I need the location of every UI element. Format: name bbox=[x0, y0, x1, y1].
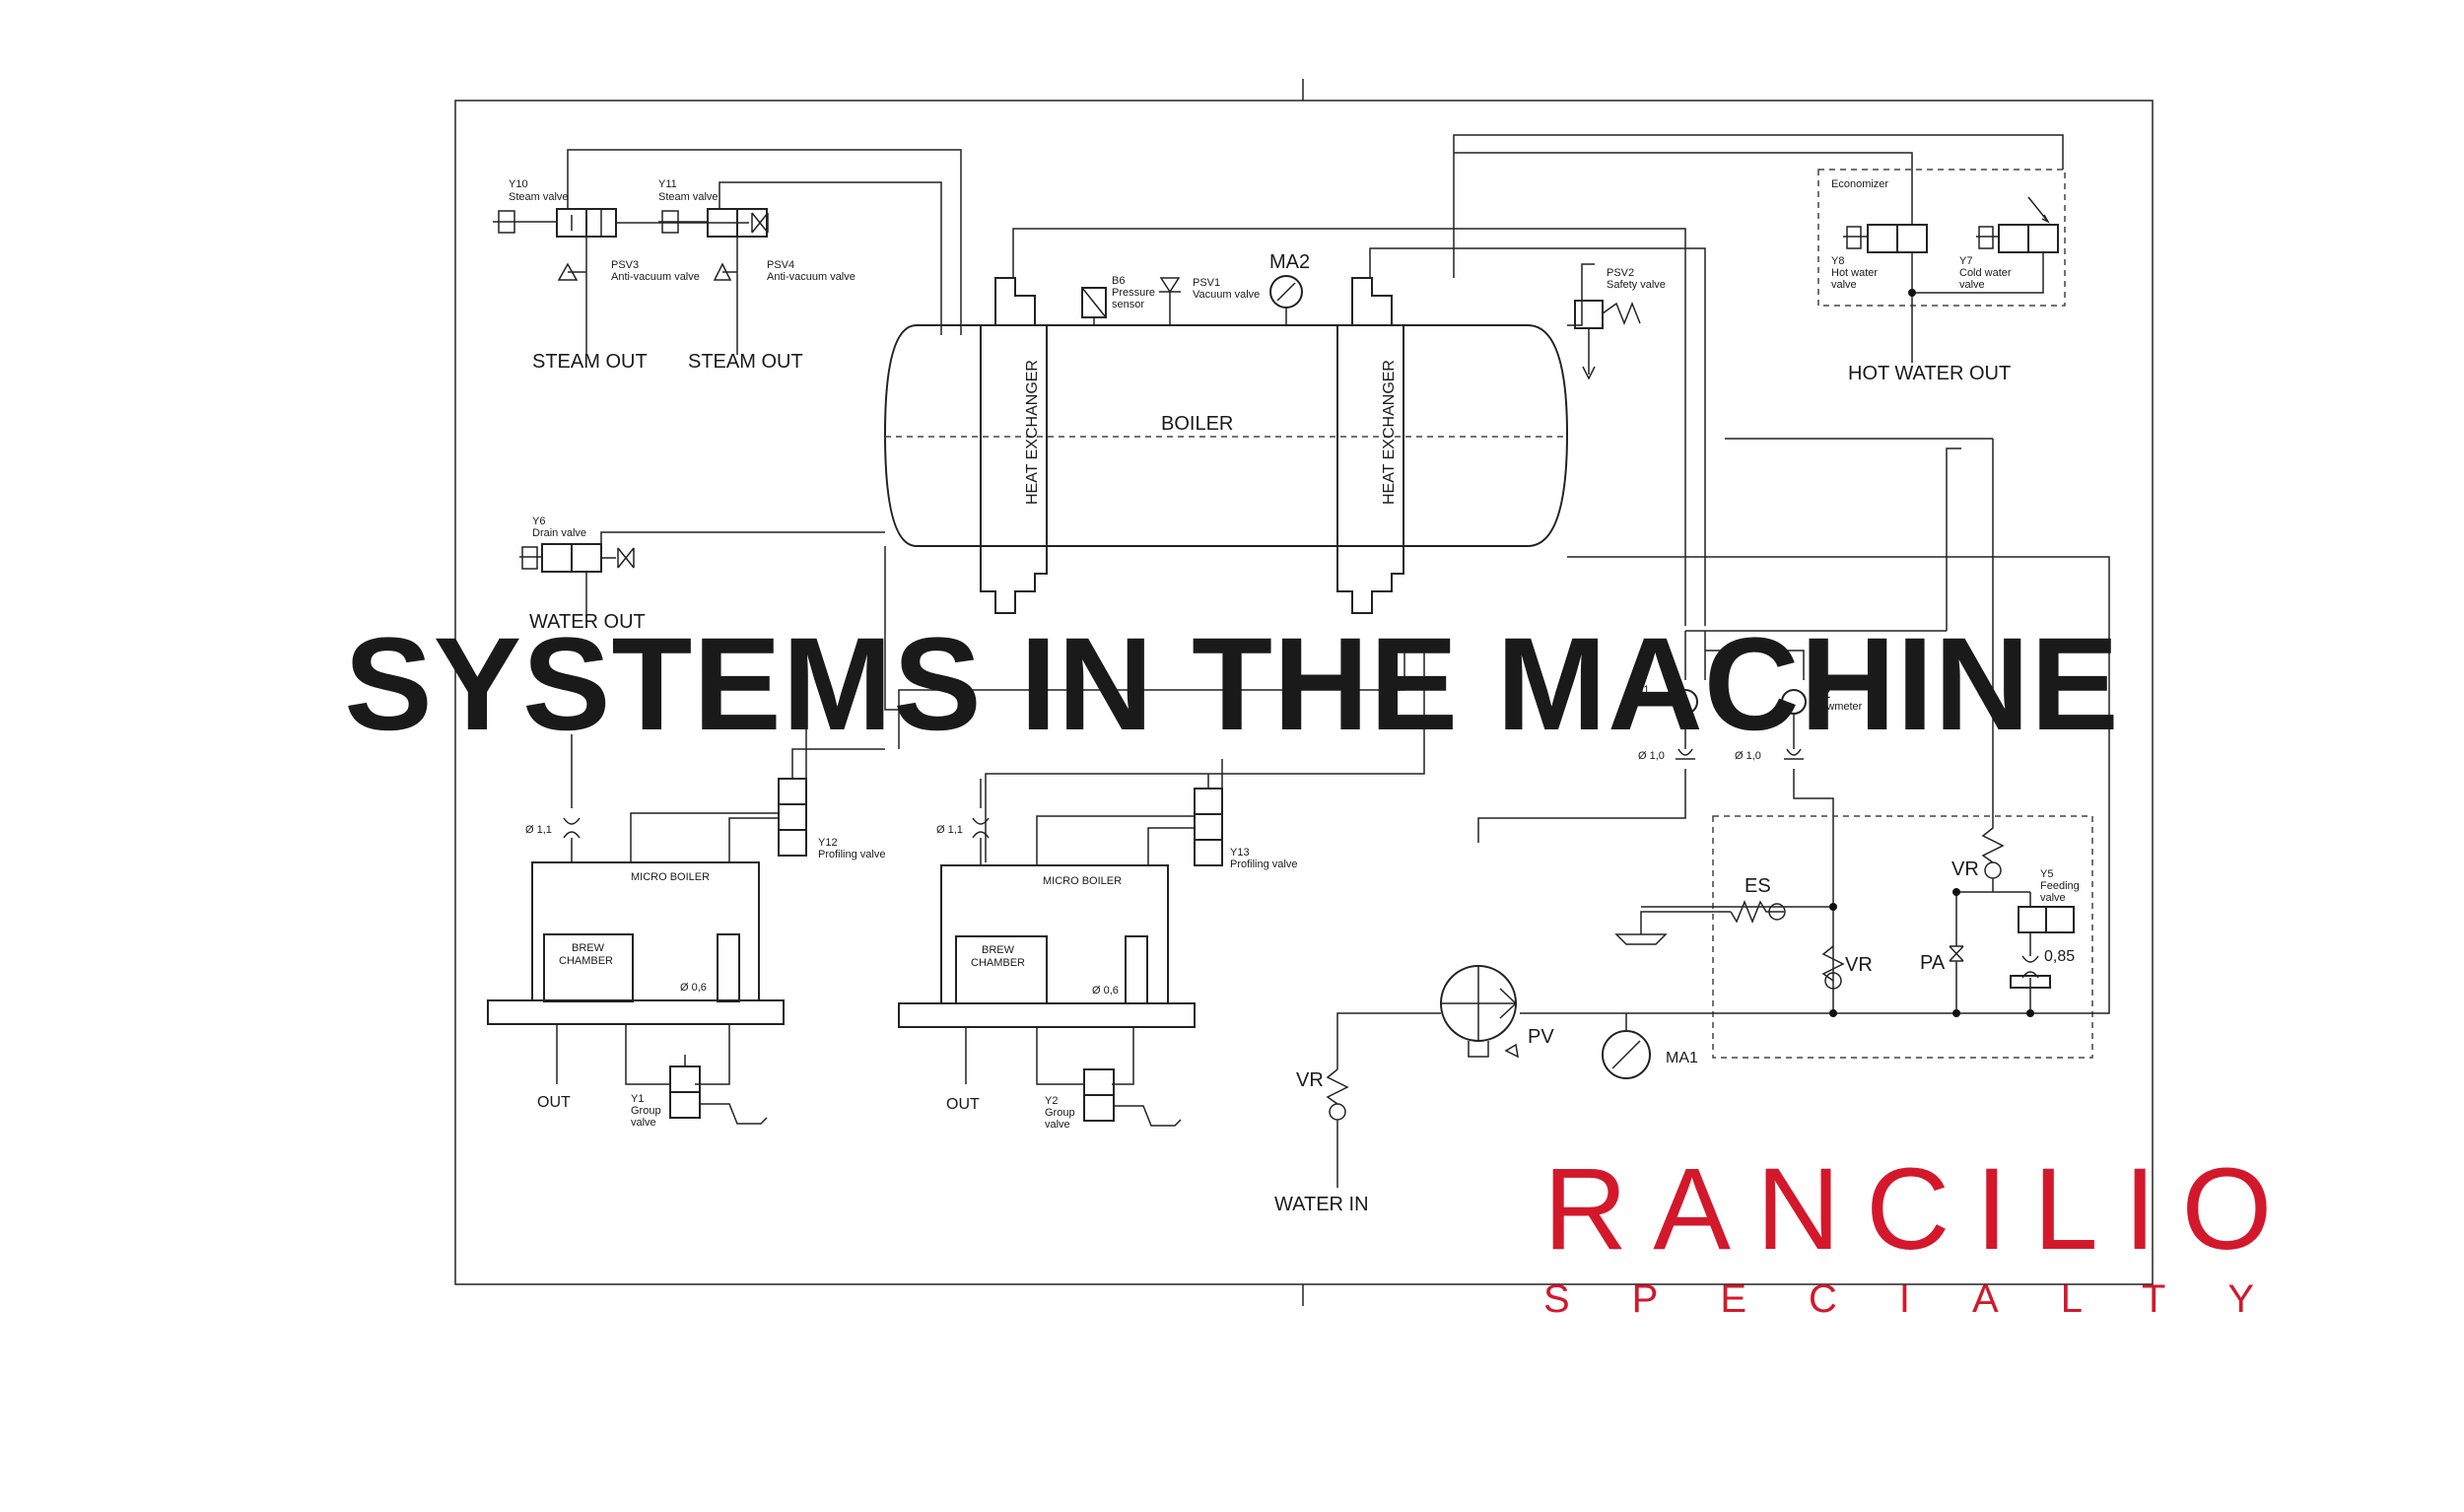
heat-exchanger-2: HEAT EXCHANGER bbox=[1336, 247, 1706, 626]
svg-text:Group: Group bbox=[631, 1105, 661, 1117]
svg-text:MA2: MA2 bbox=[1269, 251, 1310, 273]
svg-text:STEAM OUT: STEAM OUT bbox=[688, 351, 803, 373]
svg-text:ES: ES bbox=[1745, 875, 1771, 897]
svg-text:CHAMBER: CHAMBER bbox=[559, 955, 613, 967]
svg-text:Y5: Y5 bbox=[2040, 868, 2053, 880]
svg-text:Anti-vacuum valve: Anti-vacuum valve bbox=[767, 271, 856, 283]
svg-text:PSV1: PSV1 bbox=[1193, 277, 1220, 289]
svg-text:Y7: Y7 bbox=[1959, 255, 1972, 267]
svg-text:B1: B1 bbox=[1636, 684, 1649, 696]
heat-exchanger-1: HEAT EXCHANGER bbox=[980, 228, 1686, 626]
steam-valve-y10: Y10 Steam valve PSV3 Anti-vacuum valve S… bbox=[493, 178, 769, 373]
svg-text:WATER OUT: WATER OUT bbox=[529, 611, 646, 633]
svg-text:0,85: 0,85 bbox=[2044, 948, 2075, 965]
svg-text:HOT WATER OUT: HOT WATER OUT bbox=[1848, 363, 2011, 384]
svg-text:Ø 1,1: Ø 1,1 bbox=[525, 824, 552, 836]
svg-text:Profiling valve: Profiling valve bbox=[1230, 859, 1297, 870]
svg-text:Y8: Y8 bbox=[1831, 255, 1844, 267]
svg-text:CHAMBER: CHAMBER bbox=[971, 957, 1025, 969]
svg-text:PA: PA bbox=[1920, 952, 1946, 974]
svg-text:PSV3: PSV3 bbox=[611, 259, 639, 271]
brew-group-2: Ø 1,1 MICRO BOILER BREW CHAMBER Ø 0,6 OU… bbox=[898, 779, 1196, 1131]
svg-text:Vacuum valve: Vacuum valve bbox=[1193, 289, 1260, 301]
brand-name: RANCILIO bbox=[1543, 1144, 2298, 1274]
profiling-valve-y12: Y12 Profiling valve bbox=[630, 729, 885, 862]
diagram-frame bbox=[454, 100, 2154, 1285]
pressure-gauge-ma2: MA2 bbox=[1269, 251, 1310, 325]
svg-text:valve: valve bbox=[631, 1117, 656, 1129]
svg-text:Ø 1,1: Ø 1,1 bbox=[936, 824, 963, 836]
svg-text:Steam valve: Steam valve bbox=[658, 191, 719, 203]
svg-text:Ø 1,0: Ø 1,0 bbox=[1735, 750, 1761, 762]
svg-text:Y13: Y13 bbox=[1230, 847, 1250, 859]
pressure-sensor-b6: B6 Pressure sensor bbox=[1081, 275, 1155, 325]
svg-text:Flowmeter: Flowmeter bbox=[1812, 701, 1863, 713]
svg-text:MICRO BOILER: MICRO BOILER bbox=[631, 871, 710, 883]
svg-text:Y11: Y11 bbox=[658, 178, 677, 190]
svg-text:Ø 0,6: Ø 0,6 bbox=[1092, 985, 1119, 997]
svg-text:HEAT EXCHANGER: HEAT EXCHANGER bbox=[1024, 360, 1041, 505]
svg-text:Feeding: Feeding bbox=[2040, 880, 2080, 892]
svg-text:Group: Group bbox=[1045, 1107, 1075, 1119]
svg-text:Drain valve: Drain valve bbox=[532, 527, 586, 539]
safety-valve-psv2: PSV2 Safety valve bbox=[1567, 263, 1666, 380]
svg-text:BOILER: BOILER bbox=[1161, 413, 1233, 435]
pump-section: ES VR VR PA Y5 Feeding valve 0,85 bbox=[1520, 438, 2110, 1059]
svg-text:OUT: OUT bbox=[946, 1096, 980, 1113]
svg-text:Steam valve: Steam valve bbox=[509, 191, 569, 203]
svg-text:sensor: sensor bbox=[1112, 299, 1144, 310]
economizer: Economizer Y8 Hot water valve Y7 Cold wa… bbox=[1817, 169, 2066, 384]
water-inlet: VR WATER IN bbox=[1274, 1068, 1369, 1215]
page-title: SYSTEMS IN THE MACHINE bbox=[344, 611, 2120, 758]
boiler: BOILER bbox=[883, 324, 1569, 547]
svg-text:Economizer: Economizer bbox=[1831, 178, 1888, 190]
svg-text:Cold water: Cold water bbox=[1959, 267, 2012, 279]
svg-text:Y1: Y1 bbox=[631, 1093, 644, 1105]
svg-text:STEAM OUT: STEAM OUT bbox=[532, 351, 648, 373]
svg-text:Flowmeter: Flowmeter bbox=[1636, 697, 1687, 709]
svg-text:BREW: BREW bbox=[572, 942, 605, 954]
svg-text:Y12: Y12 bbox=[818, 837, 838, 849]
pressure-gauge-ma1: MA1 bbox=[1602, 1013, 1698, 1079]
svg-text:valve: valve bbox=[1831, 279, 1857, 291]
svg-text:Hot water: Hot water bbox=[1831, 267, 1878, 279]
rancilio-logo: RANCILIO SPECIALTY bbox=[1543, 1144, 2317, 1321]
svg-text:VR: VR bbox=[1951, 859, 1979, 880]
svg-text:OUT: OUT bbox=[537, 1094, 571, 1111]
svg-text:valve: valve bbox=[2040, 892, 2066, 904]
svg-text:B6: B6 bbox=[1112, 275, 1125, 287]
svg-text:PSV2: PSV2 bbox=[1607, 267, 1634, 279]
svg-text:VR: VR bbox=[1845, 954, 1873, 976]
svg-text:Ø 1,0: Ø 1,0 bbox=[1638, 750, 1665, 762]
svg-text:VR: VR bbox=[1296, 1069, 1324, 1091]
flowmeters: B1 Flowmeter B2 Flowmeter Ø 1,0 Ø 1,0 bbox=[1477, 447, 1961, 907]
brand-subtitle: SPECIALTY bbox=[1543, 1277, 2317, 1321]
brew-group-1: Ø 1,1 MICRO BOILER BREW CHAMBER Ø 0,6 OU… bbox=[487, 734, 785, 1129]
svg-text:Y2: Y2 bbox=[1045, 1095, 1058, 1107]
svg-text:HEAT EXCHANGER: HEAT EXCHANGER bbox=[1381, 360, 1398, 505]
steam-valve-y11: Y11 Steam valve PSV4 Anti-vacuum valve S… bbox=[658, 178, 856, 373]
svg-text:Y10: Y10 bbox=[509, 178, 528, 190]
svg-text:BREW: BREW bbox=[982, 944, 1015, 956]
svg-text:WATER IN: WATER IN bbox=[1274, 1194, 1369, 1215]
svg-text:Profiling valve: Profiling valve bbox=[818, 849, 885, 860]
svg-text:Pressure: Pressure bbox=[1112, 287, 1155, 299]
svg-text:PSV4: PSV4 bbox=[767, 259, 794, 271]
svg-text:B2: B2 bbox=[1812, 685, 1831, 702]
svg-text:valve: valve bbox=[1959, 279, 1985, 291]
svg-text:Y6: Y6 bbox=[532, 515, 545, 527]
drain-valve-y6: Y6 Drain valve WATER OUT bbox=[519, 515, 885, 633]
svg-text:valve: valve bbox=[1045, 1119, 1070, 1131]
pump-pv: PV bbox=[1336, 965, 1554, 1069]
vacuum-valve-psv1: PSV1 Vacuum valve bbox=[1159, 277, 1260, 325]
svg-text:MA1: MA1 bbox=[1666, 1050, 1698, 1066]
svg-text:PV: PV bbox=[1528, 1026, 1554, 1048]
profiling-valve-y13: Y13 Profiling valve bbox=[1036, 759, 1297, 870]
svg-text:Ø 0,6: Ø 0,6 bbox=[680, 982, 707, 994]
svg-text:Anti-vacuum valve: Anti-vacuum valve bbox=[611, 271, 700, 283]
svg-text:MICRO BOILER: MICRO BOILER bbox=[1043, 875, 1122, 887]
svg-text:Safety valve: Safety valve bbox=[1607, 279, 1666, 291]
